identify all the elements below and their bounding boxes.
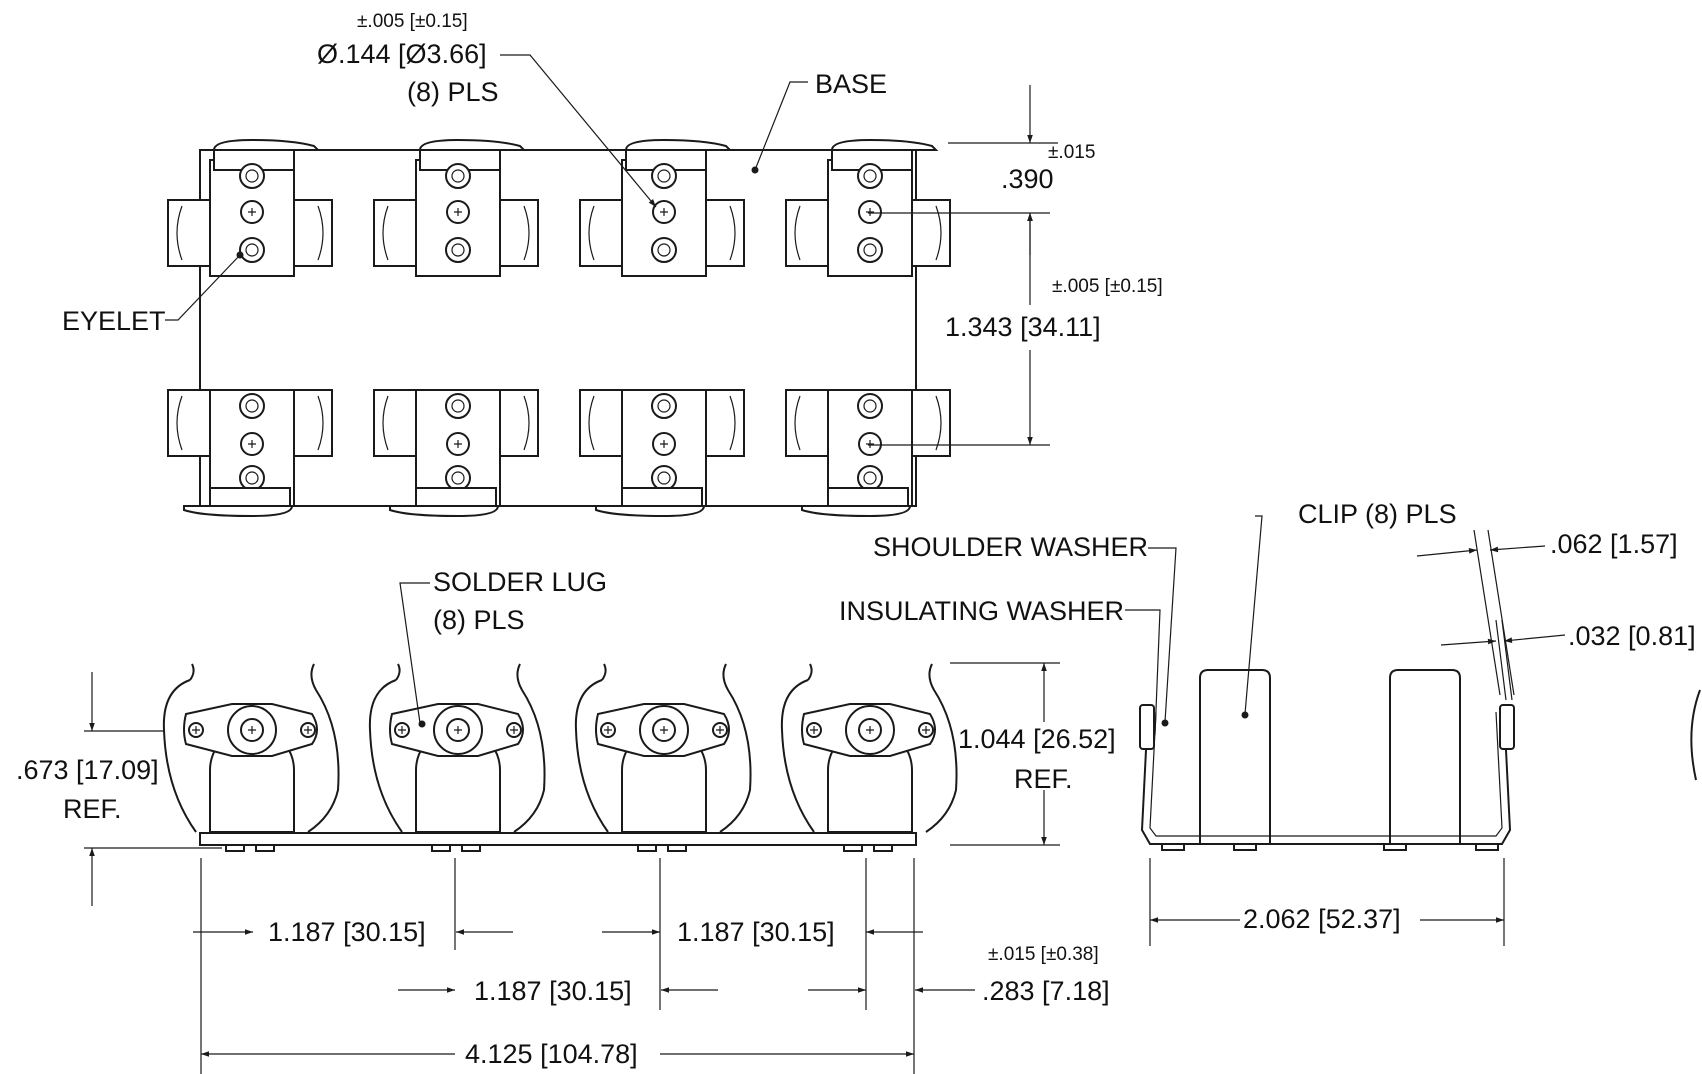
pitch-dimension: 1.343 [34.11]: [945, 312, 1101, 342]
solder-lug-label: SOLDER LUG: [433, 567, 607, 597]
left-height-dimension: .673 [17.09]: [16, 755, 159, 785]
base-plate-front: [199, 832, 917, 846]
end-offset-tolerance: ±.015 [±0.38]: [988, 944, 1099, 965]
hole-quantity: (8) PLS: [407, 77, 499, 107]
shoulder-washer-label: SHOULDER WASHER: [873, 532, 1148, 562]
clip-top-view: [373, 138, 539, 277]
clip-front-view: [162, 663, 340, 852]
clip-front-view: [368, 663, 546, 852]
clip-front-view: [780, 663, 958, 852]
overall-height-ref: REF.: [1014, 764, 1073, 794]
clip-top-view: [785, 389, 951, 518]
insulating-washer-label: INSULATING WASHER: [839, 596, 1124, 626]
spacing-dimension-1: 1.187 [30.15]: [268, 917, 426, 947]
clip-top-view: [167, 389, 333, 518]
clip-label: CLIP (8) PLS: [1298, 499, 1457, 529]
hole-tolerance: ±.005 [±0.15]: [357, 11, 468, 32]
left-height-ref: REF.: [63, 794, 122, 824]
front-view: [162, 663, 958, 852]
clip-top-view: [579, 389, 745, 518]
clip-top-view: [785, 138, 951, 277]
width-dimension: 2.062 [52.37]: [1243, 904, 1401, 934]
height-dimension: .390: [1001, 164, 1054, 194]
clip-front-view: [574, 663, 752, 852]
spacing-dimension-3: 1.187 [30.15]: [677, 917, 835, 947]
dimension-lines: [84, 54, 1566, 1074]
overall-height-dimension: 1.044 [26.52]: [958, 724, 1116, 754]
base-label: BASE: [815, 69, 887, 99]
overall-length-dimension: 4.125 [104.78]: [465, 1039, 638, 1069]
solder-lug-quantity: (8) PLS: [433, 605, 525, 635]
side-view: [1139, 669, 1701, 851]
clip-top-view: [167, 138, 333, 277]
labels: ±.005 [±0.15] Ø.144 [Ø3.66] (8) PLS BASE…: [16, 11, 1696, 1069]
clip-top-view: [579, 138, 745, 277]
clip-top-view: [373, 389, 539, 518]
eyelet-label: EYELET: [62, 306, 166, 336]
spacing-dimension-2: 1.187 [30.15]: [474, 976, 632, 1006]
clip-thickness-dimension: .062 [1.57]: [1550, 529, 1678, 559]
top-view: [167, 138, 951, 518]
height-tolerance: ±.015: [1048, 142, 1095, 163]
end-offset-dimension: .283 [7.18]: [982, 976, 1110, 1006]
pitch-tolerance: ±.005 [±0.15]: [1052, 276, 1163, 297]
washer-thickness-dimension: .032 [0.81]: [1568, 621, 1696, 651]
hole-diameter: Ø.144 [Ø3.66]: [317, 39, 487, 69]
base-plate-top: [199, 149, 917, 507]
